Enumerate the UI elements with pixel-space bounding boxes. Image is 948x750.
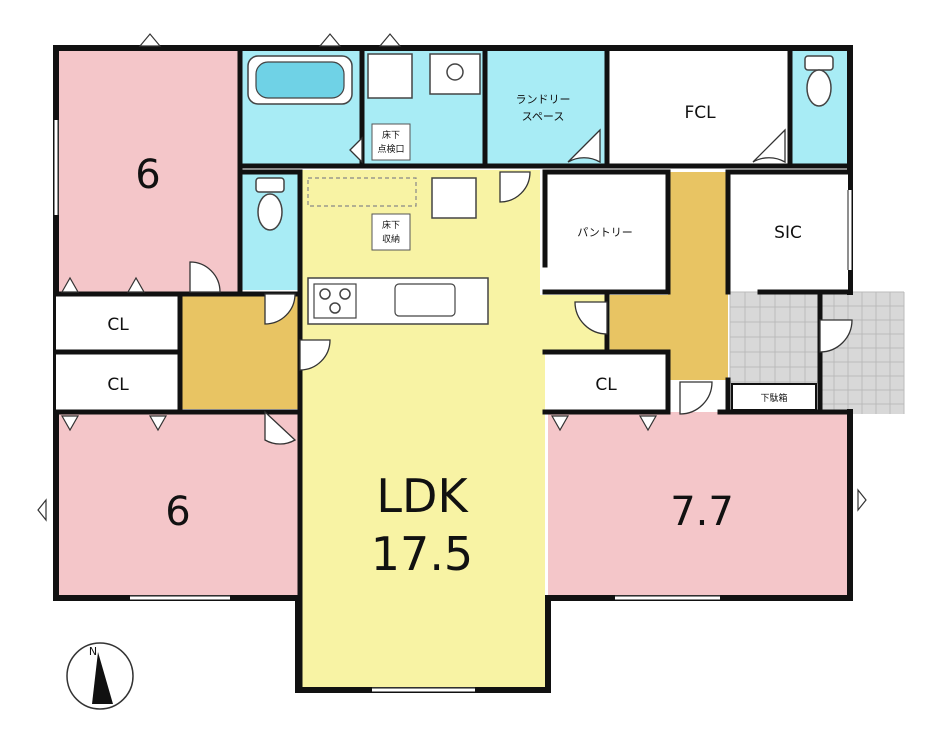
floor-storage-tag	[371, 213, 411, 251]
toilet-icon	[804, 55, 834, 107]
ldk-size: 17.5	[371, 527, 473, 581]
fridge	[431, 177, 477, 219]
bedroom-nw-floor	[58, 50, 240, 292]
bathtub-icon	[247, 55, 353, 105]
laundry-label-1: ランドリー	[516, 93, 571, 106]
closet-upper-label: CL	[107, 315, 129, 335]
kitchen-counter	[307, 277, 489, 325]
toilet-icon	[255, 177, 285, 231]
laundry-label-2: スペース	[522, 110, 565, 123]
bedroom-nw-size: 6	[135, 152, 160, 198]
washroom-cabinet	[367, 53, 481, 99]
floor-inspect-label-2: 点検口	[377, 143, 404, 155]
floor-storage-label-2: 収納	[382, 233, 400, 245]
floor-storage-hatch	[307, 177, 417, 207]
sic-floor	[730, 172, 848, 290]
sink-icon	[394, 283, 456, 317]
pantry-label: パントリー	[577, 226, 633, 239]
fcl-label: FCL	[684, 103, 716, 123]
ldk-name: LDK	[376, 469, 469, 523]
closet-door-markers	[37, 33, 867, 522]
closet-east-floor	[548, 352, 666, 410]
floor-storage-label-1: 床下	[382, 219, 400, 231]
door-swing-icon	[189, 128, 853, 445]
bedroom-sw-floor	[58, 412, 298, 597]
closet-lower-label: CL	[107, 375, 129, 395]
pantry-floor	[545, 172, 666, 292]
sic-label: SIC	[774, 223, 802, 243]
shoe-box-cabinet	[731, 383, 817, 411]
floor-inspect-label-1: 床下	[382, 129, 400, 141]
north-arrow-icon: N	[66, 642, 134, 710]
compass-north-label: N	[89, 645, 97, 658]
floor-inspect-tag	[371, 123, 411, 161]
shoe-box-label: 下駄箱	[760, 392, 787, 404]
bedroom-sw-size: 6	[165, 489, 190, 535]
closet-east-label: CL	[595, 375, 617, 395]
bedroom-se-floor	[548, 412, 850, 597]
bedroom-se-size: 7.7	[670, 489, 734, 535]
